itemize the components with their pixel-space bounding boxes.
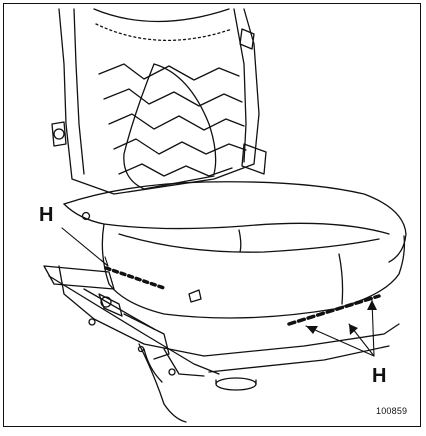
reference-code: 100859	[376, 406, 408, 416]
clip-line-right	[287, 294, 381, 326]
seat-cushion	[63, 181, 407, 319]
seat-drawing	[43, 8, 407, 423]
seat-back-frame	[51, 8, 267, 195]
callout-h-left: H	[39, 204, 54, 226]
seat-base	[43, 265, 400, 423]
clip-line-left	[104, 266, 166, 290]
figure-frame: H H 100859	[3, 3, 421, 427]
leader-lines	[61, 227, 375, 357]
callout-h-right: H	[372, 365, 387, 387]
leader-line-right-1	[305, 325, 375, 357]
arrowheads	[306, 300, 377, 335]
leader-line-left	[61, 227, 109, 267]
